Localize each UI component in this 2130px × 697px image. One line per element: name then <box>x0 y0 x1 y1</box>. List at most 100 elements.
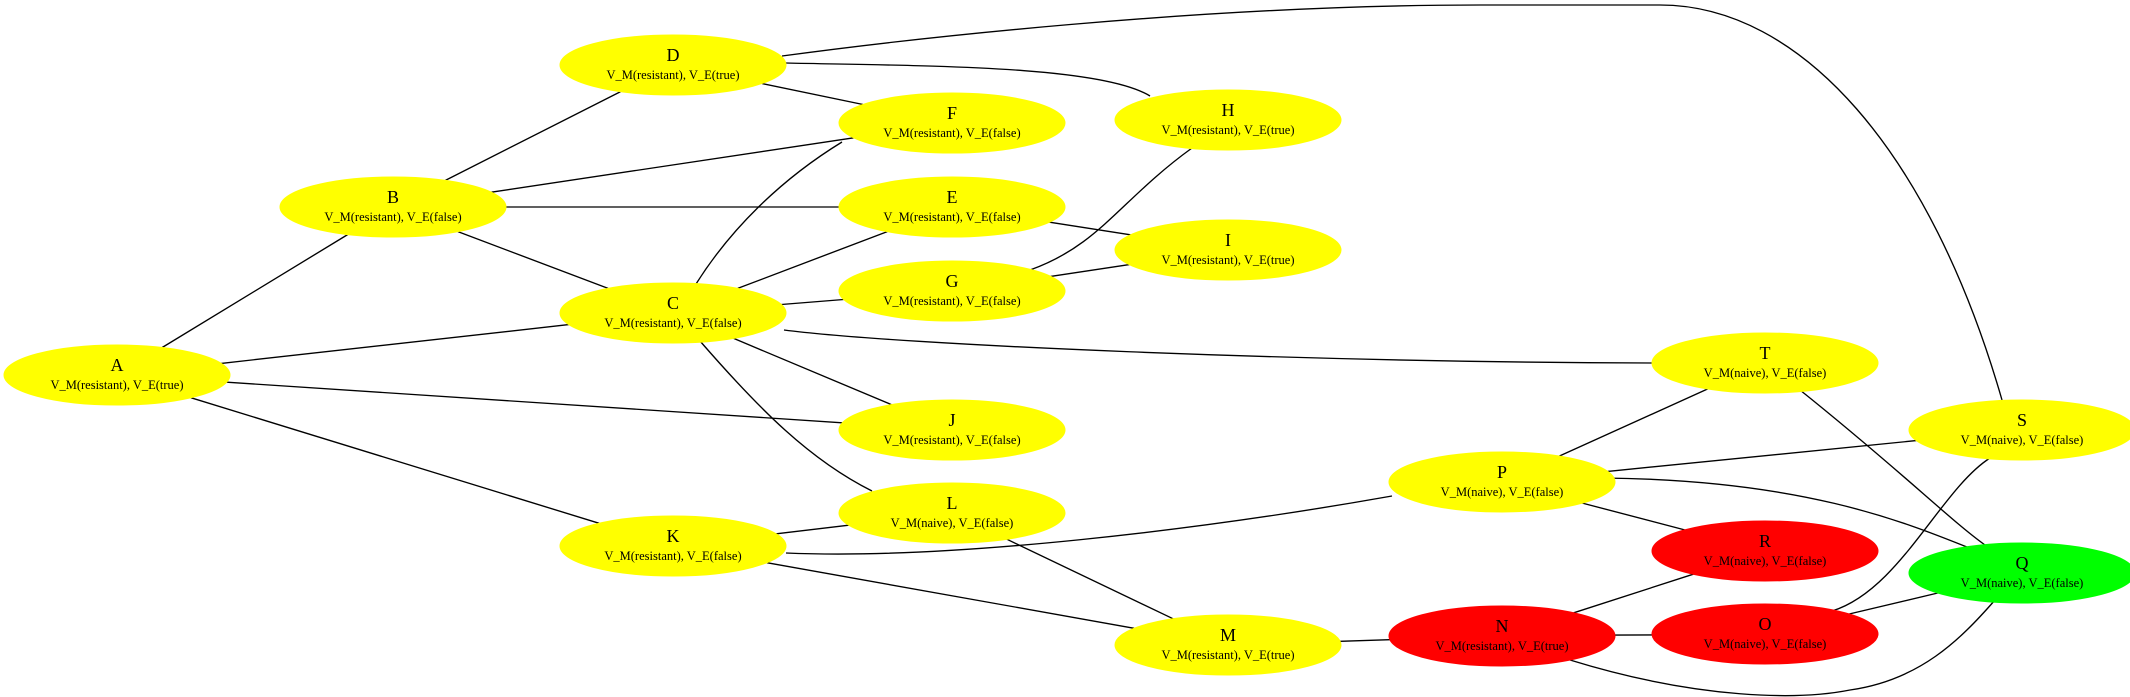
node-f-sublabel: V_M(resistant), V_E(false) <box>883 126 1020 140</box>
edge-o-q <box>1849 592 1938 615</box>
node-n-ellipse <box>1388 605 1616 667</box>
node-k-ellipse <box>559 515 787 577</box>
node-k-sublabel: V_M(resistant), V_E(false) <box>604 549 741 563</box>
node-k[interactable]: K V_M(resistant), V_E(false) <box>559 515 787 577</box>
edge-c-t <box>783 329 1653 364</box>
edge-g-i <box>1050 263 1130 278</box>
node-t-label: T <box>1760 343 1771 363</box>
node-i-label: I <box>1225 230 1231 250</box>
edge-p-s <box>1607 439 1917 473</box>
edge-p-t <box>1558 388 1709 457</box>
node-q-label: Q <box>2016 553 2029 573</box>
node-e-ellipse <box>838 176 1066 238</box>
edge-k-p <box>785 495 1393 555</box>
edge-p-r <box>1582 502 1685 531</box>
edge-l-m <box>1006 538 1174 620</box>
node-e-label: E <box>947 187 958 207</box>
node-p[interactable]: PV_M(naive), V_E(false) <box>1388 451 1616 513</box>
edge-a-c <box>221 323 569 365</box>
edge-layer <box>161 4 2003 697</box>
node-o-sublabel: V_M(naive), V_E(false) <box>1704 637 1827 651</box>
node-o[interactable]: O V_M(naive), V_E(false) <box>1651 603 1879 665</box>
edge-t-q <box>1799 389 1986 546</box>
node-o-label: O <box>1759 614 1772 634</box>
node-layer: AV_M(resistant), V_E(true) B V_M(resistant… <box>3 34 2130 676</box>
node-b[interactable]: B V_M(resistant), V_E(false) <box>279 176 507 238</box>
node-h-label: H <box>1222 100 1235 120</box>
node-k-label: K <box>667 526 680 546</box>
node-s-ellipse <box>1908 399 2130 461</box>
node-l-sublabel: V_M(naive), V_E(false) <box>891 516 1014 530</box>
node-s-label: S <box>2017 410 2027 430</box>
node-q-ellipse <box>1908 542 2130 604</box>
node-h[interactable]: HV_M(resistant), V_E(true) <box>1114 89 1342 151</box>
node-c-sublabel: V_M(resistant), V_E(false) <box>604 316 741 330</box>
node-e[interactable]: E V_M(resistant), V_E(false) <box>838 176 1066 238</box>
node-j-label: J <box>948 410 955 430</box>
edge-n-r <box>1573 573 1694 614</box>
node-g-ellipse <box>838 260 1066 322</box>
edge-a-j <box>226 381 843 424</box>
edge-c-l <box>699 340 873 492</box>
node-a[interactable]: AV_M(resistant), V_E(true) <box>3 344 231 406</box>
node-t-sublabel: V_M(naive), V_E(false) <box>1704 366 1827 380</box>
node-c-label: C <box>667 293 679 313</box>
edge-c-e <box>737 230 888 290</box>
node-r-ellipse <box>1651 520 1879 582</box>
edge-d-h <box>785 62 1151 97</box>
edge-n-q <box>1569 599 1996 697</box>
node-b-ellipse <box>279 176 507 238</box>
edge-k-l <box>776 524 849 535</box>
node-j-sublabel: V_M(resistant), V_E(false) <box>883 433 1020 447</box>
node-f[interactable]: F V_M(resistant), V_E(false) <box>838 92 1066 154</box>
edge-o-s <box>1831 457 1991 612</box>
edge-a-k <box>190 397 600 524</box>
edge-b-c <box>457 230 609 290</box>
node-j[interactable]: J V_M(resistant), V_E(false) <box>838 399 1066 461</box>
edge-d-s <box>781 4 2003 401</box>
node-t[interactable]: T V_M(naive), V_E(false) <box>1651 332 1879 394</box>
node-b-label: B <box>387 187 399 207</box>
node-o-ellipse <box>1651 603 1879 665</box>
node-r-label: R <box>1759 531 1771 551</box>
node-q-sublabel: V_M(naive), V_E(false) <box>1961 576 2084 590</box>
node-l-label: L <box>947 493 958 513</box>
node-g-label: G <box>946 271 959 291</box>
node-d[interactable]: DV_M(resistant), V_E(true) <box>559 34 787 96</box>
node-l-ellipse <box>838 482 1066 544</box>
edge-c-g <box>781 298 844 306</box>
edge-a-b <box>161 233 349 349</box>
node-l[interactable]: L V_M(naive), V_E(false) <box>838 482 1066 544</box>
node-f-ellipse <box>838 92 1066 154</box>
node-h-ellipse <box>1114 89 1342 151</box>
node-c-ellipse <box>559 282 787 344</box>
node-d-sublabel: V_M(resistant), V_E(true) <box>606 68 739 82</box>
node-s-sublabel: V_M(naive), V_E(false) <box>1961 433 2084 447</box>
node-i[interactable]: IV_M(resistant), V_E(true) <box>1114 219 1342 281</box>
node-t-ellipse <box>1651 332 1879 394</box>
node-m[interactable]: MV_M(resistant), V_E(true) <box>1114 614 1342 676</box>
node-f-label: F <box>947 103 957 123</box>
node-q[interactable]: Q V_M(naive), V_E(false) <box>1908 542 2130 604</box>
node-n-label: N <box>1496 616 1509 636</box>
node-b-sublabel: V_M(resistant), V_E(false) <box>324 210 461 224</box>
node-e-sublabel: V_M(resistant), V_E(false) <box>883 210 1020 224</box>
node-p-ellipse <box>1388 451 1616 513</box>
edge-b-f <box>491 137 854 193</box>
node-m-label: M <box>1220 625 1236 645</box>
edge-m-n <box>1340 639 1390 642</box>
node-p-sublabel: V_M(naive), V_E(false) <box>1441 485 1564 499</box>
edge-c-j <box>733 337 892 406</box>
node-c[interactable]: C V_M(resistant), V_E(false) <box>559 282 787 344</box>
node-s[interactable]: S V_M(naive), V_E(false) <box>1908 399 2130 461</box>
node-g[interactable]: GV_M(resistant), V_E(false) <box>838 260 1066 322</box>
node-r[interactable]: RV_M(naive), V_E(false) <box>1651 520 1879 582</box>
node-a-ellipse <box>3 344 231 406</box>
node-i-ellipse <box>1114 219 1342 281</box>
edge-g-h <box>1029 147 1193 271</box>
edge-c-f <box>695 141 843 285</box>
edge-d-f <box>761 82 864 106</box>
node-n[interactable]: NV_M(resistant), V_E(true) <box>1388 605 1616 667</box>
node-d-ellipse <box>559 34 787 96</box>
